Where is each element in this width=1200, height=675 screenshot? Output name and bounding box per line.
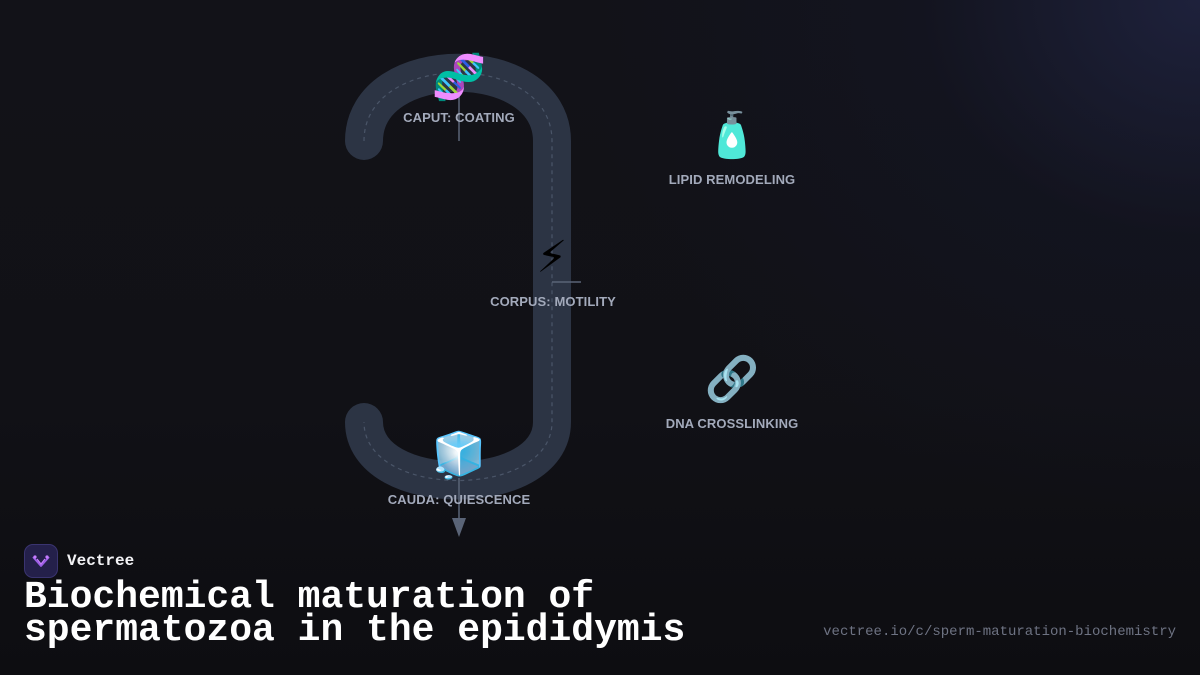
lipid-remodeling-label: LIPID REMODELING xyxy=(668,172,796,187)
lotion-bottle-icon: 🧴 xyxy=(704,110,760,161)
flow-arrow-icon xyxy=(452,518,466,537)
cauda-label: CAUDA: QUIESCENCE xyxy=(387,492,531,507)
source-url[interactable]: vectree.io/c/sperm-maturation-biochemist… xyxy=(823,624,1176,640)
ice-cube-icon: 🧊 xyxy=(431,430,487,481)
epididymis-duct-centerline xyxy=(363,72,553,481)
brand: Vectree xyxy=(24,544,134,578)
dna-icon: 🧬 xyxy=(431,52,487,103)
brand-name: Vectree xyxy=(67,552,135,570)
link-icon: 🔗 xyxy=(704,354,760,405)
epididymis-duct-track xyxy=(345,53,571,500)
vectree-logo-icon xyxy=(24,544,58,578)
page-title: Biochemical maturation of spermatozoa in… xyxy=(24,576,686,652)
dna-crosslinking-label: DNA CROSSLINKING xyxy=(665,416,799,431)
corpus-label: CORPUS: MOTILITY xyxy=(490,294,616,309)
lightning-icon: ⚡ xyxy=(536,232,568,283)
caput-label: CAPUT: COATING xyxy=(403,110,515,125)
